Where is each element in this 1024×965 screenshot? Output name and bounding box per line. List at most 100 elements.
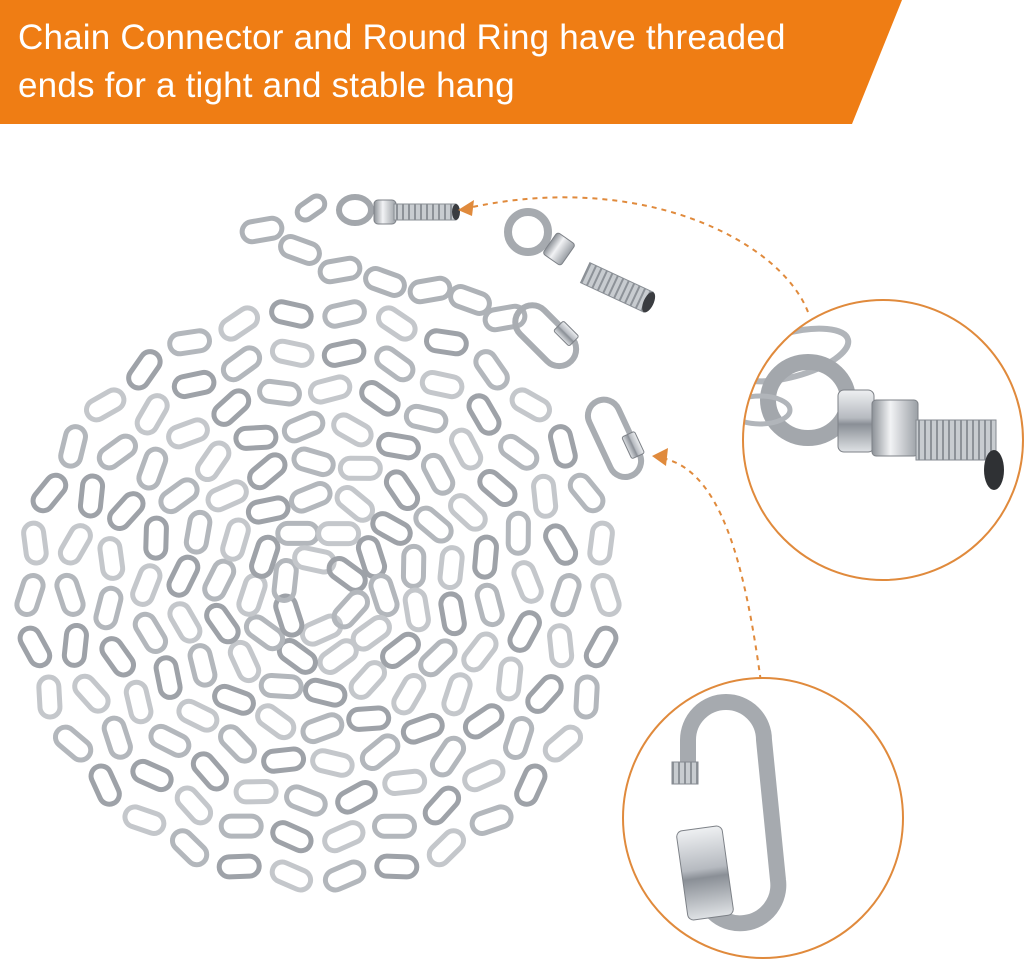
chain-link [505, 510, 531, 556]
chain-link [400, 712, 445, 745]
chain-link [195, 440, 232, 483]
chain-link [348, 660, 388, 700]
chain-link [375, 305, 418, 342]
round-ring-icon [504, 208, 575, 266]
arrowhead-top [458, 200, 474, 216]
chain-link [245, 495, 291, 525]
chain-link [498, 433, 540, 471]
headline-line-2: ends for a tight and stable hang [18, 66, 515, 105]
chain-link [136, 446, 169, 491]
chain-link [548, 424, 578, 469]
chain-link [322, 820, 366, 854]
chain-link [299, 613, 344, 647]
chain-link [174, 785, 214, 826]
chain-link [77, 473, 106, 519]
chain-link [310, 748, 355, 778]
chain-link [307, 374, 353, 405]
chain-link [437, 545, 465, 591]
chain-link [382, 768, 428, 797]
chain-link [413, 505, 454, 544]
chain-link [190, 751, 229, 792]
chain-link [130, 563, 163, 607]
chain-end-connector [294, 193, 460, 226]
chain-link [531, 473, 559, 519]
chain-link [284, 784, 328, 817]
chain-link [363, 266, 407, 298]
chain-link [326, 555, 368, 593]
chain-link [239, 215, 285, 245]
chain-link [514, 763, 548, 807]
chain-link [233, 424, 279, 451]
chain-link [96, 433, 138, 471]
chain-link [99, 636, 137, 678]
quick-link-icon [584, 396, 645, 480]
chain-link [247, 452, 288, 491]
chain-link [233, 779, 279, 805]
chain-link [380, 631, 421, 670]
chain-link [61, 622, 89, 668]
chain-link [472, 534, 499, 580]
threaded-tube-icon [579, 261, 656, 313]
arrowhead-bottom [652, 448, 668, 466]
chain-link [391, 673, 427, 716]
chain-link [212, 683, 256, 716]
chain-link [542, 724, 584, 763]
chain-link [400, 543, 427, 589]
chain-link [269, 299, 314, 329]
chain-link [466, 393, 502, 436]
chain-link [300, 712, 345, 745]
chain-link [547, 623, 575, 669]
chain-link [17, 625, 53, 669]
chain-link [261, 746, 307, 774]
chain-link [271, 558, 299, 603]
chain-link [374, 853, 420, 880]
chain-link [462, 703, 505, 740]
chain-link [590, 572, 622, 618]
chain-link [316, 521, 362, 547]
chain-link [587, 520, 615, 566]
chain-link [176, 698, 220, 733]
chain-link [202, 558, 237, 602]
headline-line-1: Chain Connector and Round Ring have thre… [18, 18, 786, 57]
chain-link [346, 705, 392, 732]
chain-link [429, 735, 467, 778]
chain-link [134, 393, 170, 436]
banner-shape [0, 0, 902, 124]
chain-link [441, 672, 473, 717]
chain-link [169, 828, 210, 868]
chain-link [204, 602, 241, 645]
chain-link [187, 643, 218, 688]
chain-link [291, 446, 336, 478]
chain-link [227, 639, 262, 684]
chain-link [132, 611, 169, 654]
chain-link [331, 412, 374, 448]
chain-link [507, 610, 542, 653]
chain-link [88, 763, 122, 807]
chain-link [438, 591, 467, 637]
chain-link [448, 284, 492, 316]
chain-link [218, 813, 264, 839]
quick-link-closeup-callout [622, 677, 904, 959]
chain-link [255, 703, 297, 741]
chain-link [153, 655, 183, 700]
chain-link [525, 674, 564, 714]
chain-link [167, 328, 212, 357]
chain-link [448, 493, 488, 532]
chain-link [122, 804, 167, 836]
chain-link [372, 813, 417, 839]
chain-link [243, 614, 286, 652]
chain-link [550, 573, 582, 618]
chain-link [482, 303, 528, 333]
chain-link [270, 820, 314, 854]
chain-link [72, 673, 111, 714]
chain-link [322, 299, 367, 329]
chain-link [511, 560, 544, 604]
callout-arrows [467, 196, 809, 691]
chain-link [322, 859, 367, 893]
chain-link [317, 255, 363, 285]
chain-link [473, 349, 510, 391]
chain-link [58, 424, 88, 469]
chain-link [205, 479, 249, 513]
chain-link [220, 517, 251, 562]
